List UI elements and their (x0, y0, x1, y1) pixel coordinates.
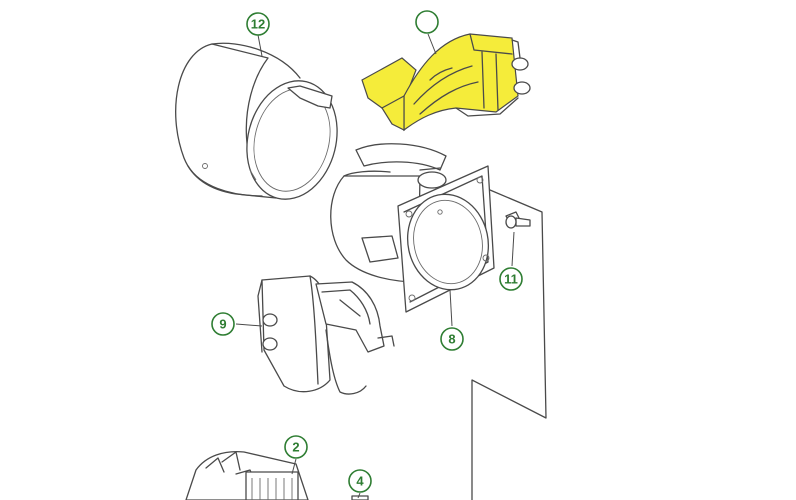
part-9-cover[interactable] (257, 275, 395, 395)
part-12-cylinder-shroud[interactable] (175, 42, 350, 209)
callout-12-label: 12 (251, 17, 265, 32)
callout-2-label: 2 (292, 440, 299, 455)
callout-8[interactable]: 8 (440, 327, 464, 351)
callout-12[interactable]: 12 (246, 12, 270, 36)
callout-9-label: 9 (219, 317, 226, 332)
callout-8-label: 8 (448, 332, 455, 347)
leader-lines (235, 33, 515, 499)
frame-outline (471, 189, 547, 500)
callout-4[interactable]: 4 (348, 469, 372, 493)
callout-11[interactable]: 11 (499, 267, 523, 291)
part-10-air-duct[interactable] (361, 33, 531, 132)
part-2-impeller[interactable] (185, 450, 309, 500)
callout-4-label: 4 (356, 474, 364, 489)
part-8-flange-plate[interactable] (397, 165, 497, 313)
callout-11-label: 11 (504, 272, 518, 287)
callout-2[interactable]: 2 (284, 435, 308, 459)
callout-10-label: 10 (420, 15, 434, 30)
callout-9[interactable]: 9 (211, 312, 235, 336)
part-11-wing-screw[interactable] (505, 211, 531, 229)
part-4-fastener[interactable] (351, 495, 369, 500)
inner-fan-housing (330, 143, 447, 283)
callout-10[interactable]: 10 (415, 10, 439, 34)
